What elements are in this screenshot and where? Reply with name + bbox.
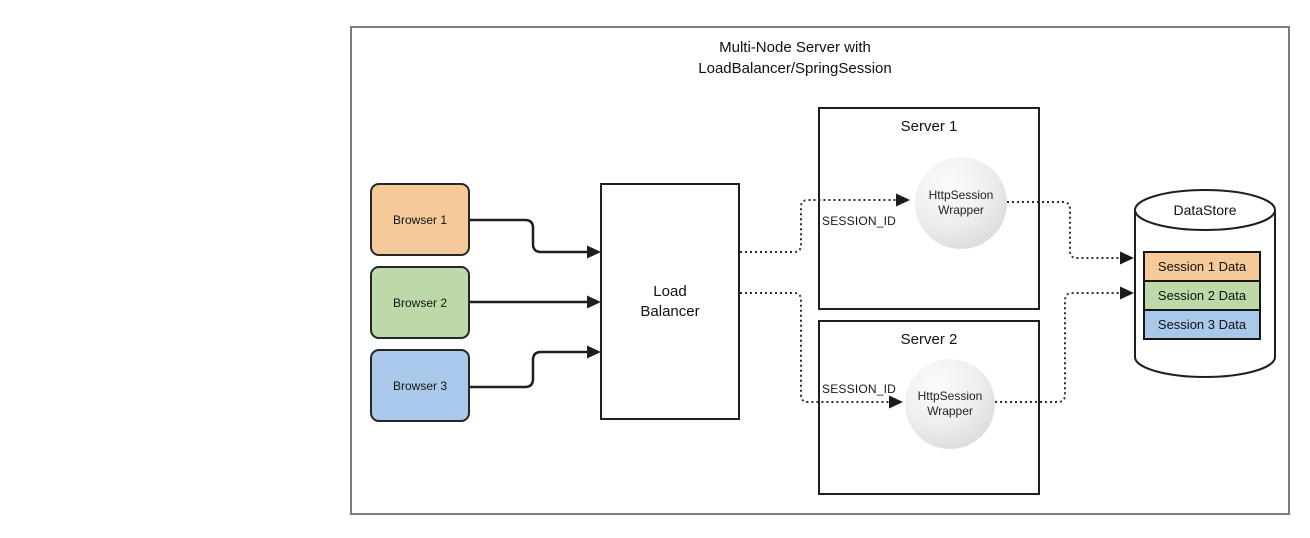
diagram-title-line2: LoadBalancer/SpringSession bbox=[698, 60, 892, 77]
httpsession-wrapper-2-line2: Wrapper bbox=[927, 404, 973, 418]
diagram-title: Multi-Node Server with LoadBalancer/Spri… bbox=[600, 37, 990, 79]
httpsession-wrapper-1-line1: HttpSession bbox=[928, 188, 994, 202]
node-httpsession-wrapper-1: HttpSession Wrapper bbox=[915, 157, 1007, 249]
node-browser-1-label: Browser 1 bbox=[392, 212, 448, 227]
node-load-balancer-label: Load Balancer bbox=[640, 282, 699, 322]
httpsession-wrapper-2-label: HttpSession Wrapper bbox=[918, 389, 983, 419]
datastore-session-3-label: Session 3 Data bbox=[1157, 317, 1247, 332]
diagram-title-line1: Multi-Node Server with bbox=[719, 39, 871, 56]
node-server-1-title: Server 1 bbox=[900, 118, 958, 135]
node-browser-3-label: Browser 3 bbox=[392, 378, 448, 393]
node-browser-3: Browser 3 bbox=[370, 349, 470, 422]
httpsession-wrapper-1-label: HttpSession Wrapper bbox=[929, 188, 994, 218]
node-server-2-title: Server 2 bbox=[900, 331, 958, 348]
datastore-session-3-row: Session 3 Data bbox=[1143, 309, 1261, 340]
httpsession-wrapper-2-line1: HttpSession bbox=[917, 389, 983, 403]
node-browser-2-label: Browser 2 bbox=[392, 295, 448, 310]
datastore-session-1-label: Session 1 Data bbox=[1157, 259, 1247, 274]
session-id-label-1: SESSION_ID bbox=[822, 214, 897, 228]
node-load-balancer: Load Balancer bbox=[600, 183, 740, 420]
node-browser-2: Browser 2 bbox=[370, 266, 470, 339]
load-balancer-label-line2: Balancer bbox=[640, 302, 700, 320]
datastore-session-2-row: Session 2 Data bbox=[1143, 280, 1261, 311]
httpsession-wrapper-1-line2: Wrapper bbox=[938, 203, 984, 217]
load-balancer-label-line1: Load bbox=[653, 282, 687, 300]
node-browser-1: Browser 1 bbox=[370, 183, 470, 256]
datastore-session-1-row: Session 1 Data bbox=[1143, 251, 1261, 282]
datastore-title: DataStore bbox=[1173, 202, 1237, 218]
session-id-label-2: SESSION_ID bbox=[822, 382, 897, 396]
node-httpsession-wrapper-2: HttpSession Wrapper bbox=[905, 359, 995, 449]
datastore-session-2-label: Session 2 Data bbox=[1157, 288, 1247, 303]
